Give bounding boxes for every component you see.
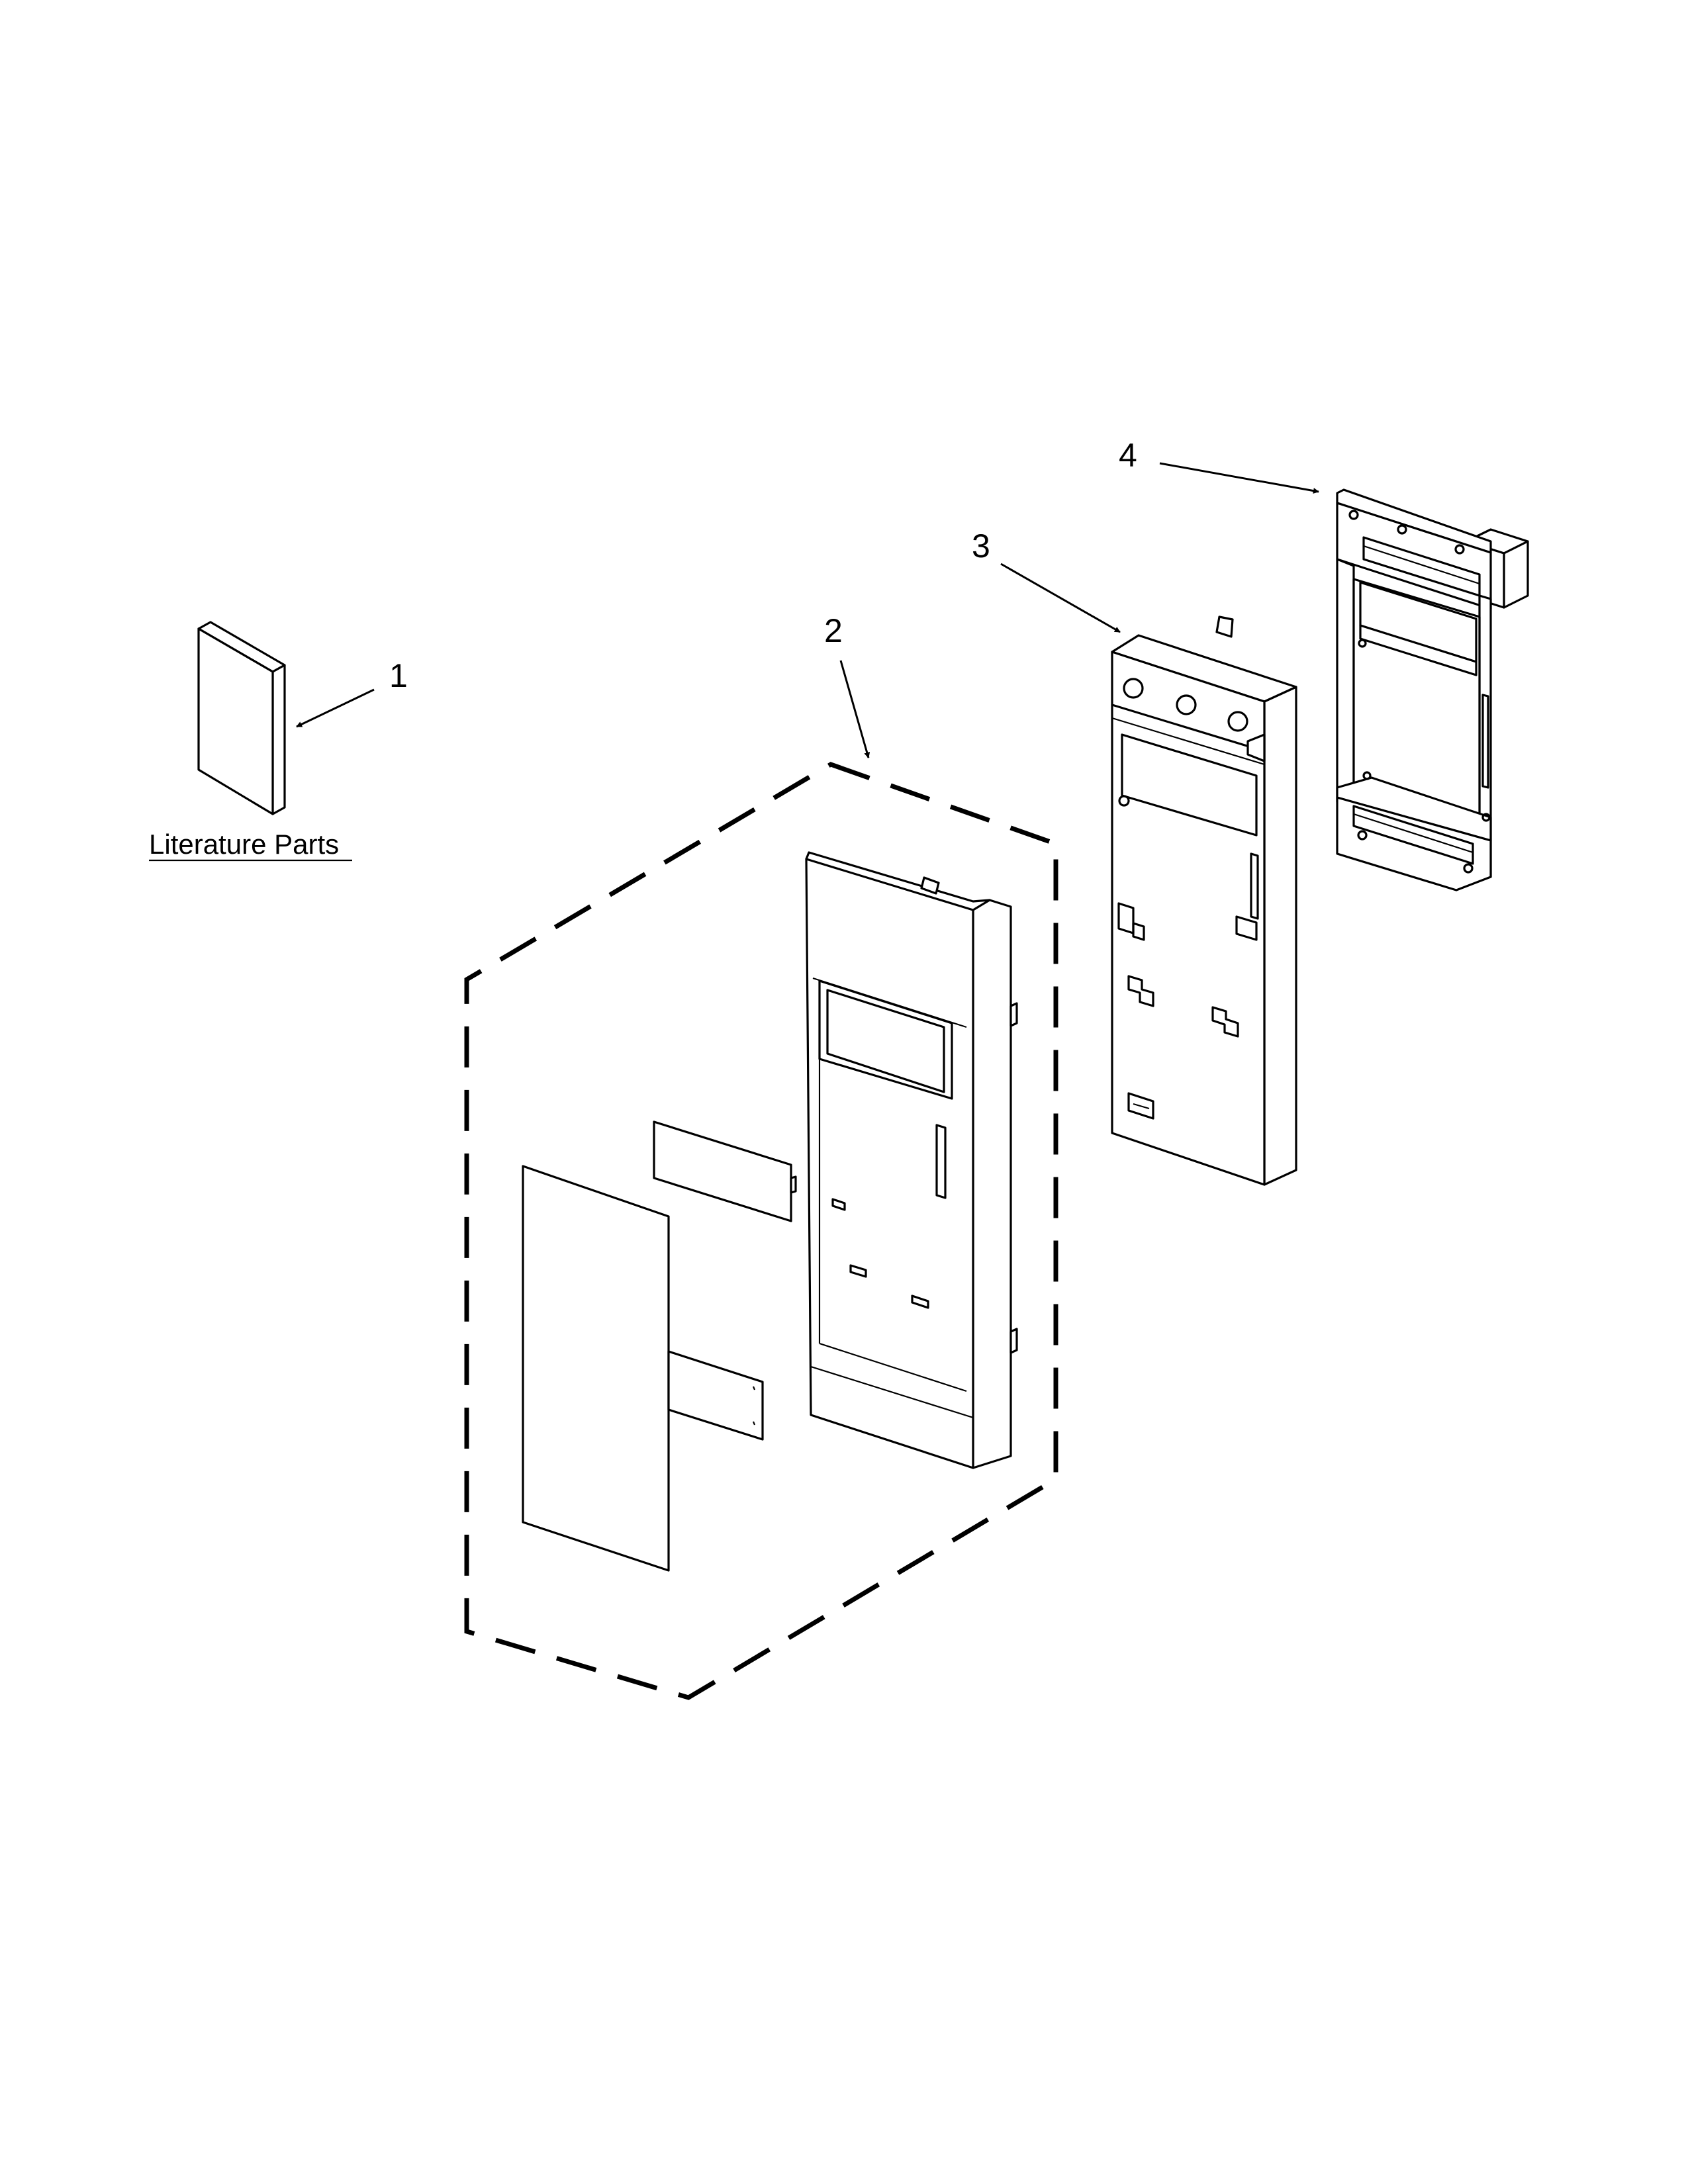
leader-arrow-1	[296, 688, 375, 728]
part-label-3: 3	[972, 527, 990, 565]
part-label-1: 1	[389, 657, 408, 694]
literature-parts-caption: Literature Parts	[149, 829, 339, 860]
leader-arrow-3	[1000, 563, 1121, 633]
control-housing	[1111, 615, 1297, 1186]
display-plate-tab	[790, 1175, 797, 1194]
part-label-4: 4	[1119, 437, 1137, 474]
literature-booklet	[197, 621, 286, 815]
assembly-group-outline	[464, 762, 1058, 1700]
membrane-panel	[522, 1165, 670, 1572]
leader-arrow-4	[1159, 462, 1319, 494]
leader-arrow-2	[839, 660, 870, 758]
flex-cable-tail	[667, 1350, 764, 1441]
control-board-bracket	[1336, 488, 1529, 891]
part-label-2: 2	[824, 612, 843, 649]
display-plate	[653, 1120, 792, 1222]
control-panel-frame	[805, 851, 1018, 1469]
